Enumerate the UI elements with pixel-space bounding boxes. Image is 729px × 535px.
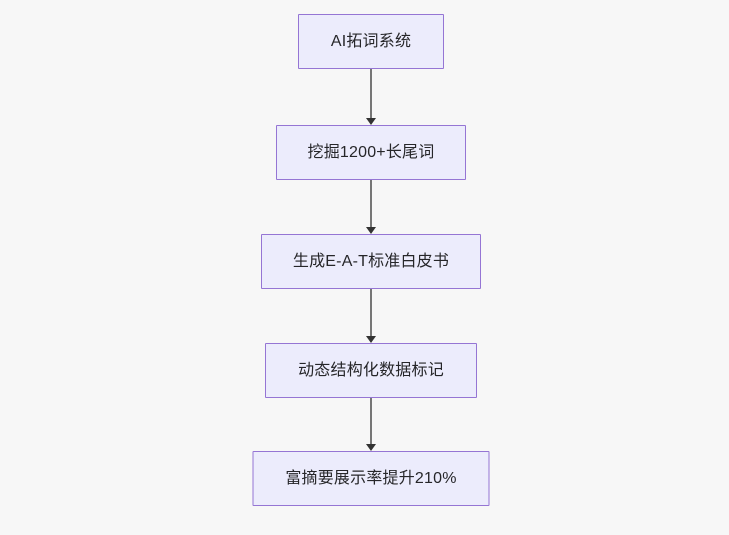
arrowhead-down-icon bbox=[366, 227, 376, 234]
connector-line bbox=[370, 69, 372, 118]
connector-line bbox=[370, 180, 372, 227]
arrowhead-down-icon bbox=[366, 444, 376, 451]
flow-node-label: AI拓词系统 bbox=[330, 32, 412, 50]
flow-connector-4-to-5 bbox=[364, 398, 378, 451]
flow-node-label: 挖掘1200+长尾词 bbox=[307, 143, 435, 161]
arrowhead-down-icon bbox=[366, 118, 376, 125]
flow-connector-3-to-4 bbox=[364, 289, 378, 343]
flow-node-label: 生成E-A-T标准白皮书 bbox=[292, 252, 450, 270]
flow-node-ai-keyword-system[interactable]: AI拓词系统 bbox=[298, 14, 444, 69]
connector-line bbox=[370, 398, 372, 444]
flow-node-generate-eat-whitepaper[interactable]: 生成E-A-T标准白皮书 bbox=[261, 234, 481, 289]
connector-line bbox=[370, 289, 372, 336]
flow-connector-1-to-2 bbox=[364, 69, 378, 125]
arrowhead-down-icon bbox=[366, 336, 376, 343]
flow-node-rich-snippet-impression-lift[interactable]: 富摘要展示率提升210% bbox=[252, 451, 490, 506]
flow-node-label: 富摘要展示率提升210% bbox=[285, 469, 457, 487]
flow-connector-2-to-3 bbox=[364, 180, 378, 234]
flow-node-mine-longtail-keywords[interactable]: 挖掘1200+长尾词 bbox=[276, 125, 466, 180]
flow-node-dynamic-structured-data-markup[interactable]: 动态结构化数据标记 bbox=[265, 343, 477, 398]
flow-node-label: 动态结构化数据标记 bbox=[298, 361, 444, 379]
